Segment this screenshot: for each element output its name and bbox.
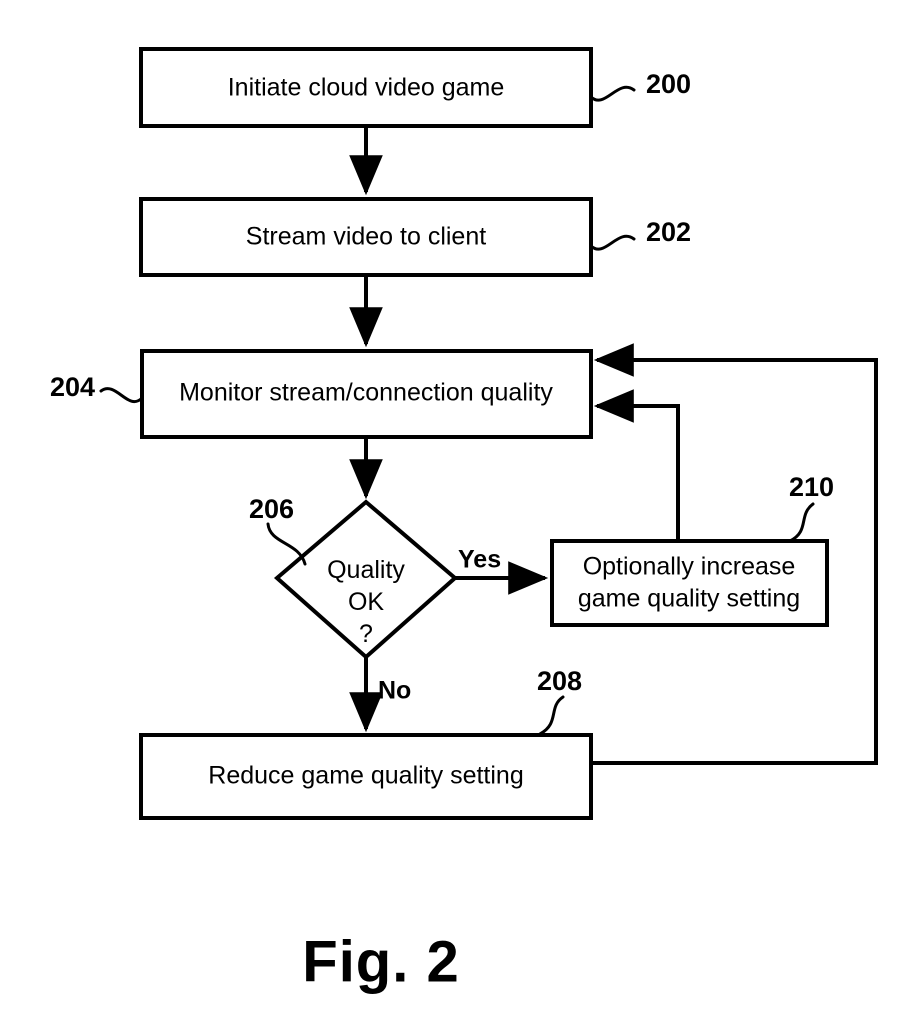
ref-numeral-210: 210	[789, 472, 834, 502]
leader-line-204	[99, 387, 144, 403]
process-node-208-label: Reduce game quality setting	[208, 762, 523, 790]
leader-line-202	[589, 235, 636, 251]
leader-line-206	[266, 522, 307, 566]
edge-label-yes: Yes	[458, 546, 501, 574]
figure-caption: Fig. 2	[302, 929, 459, 994]
process-node-202[interactable]	[139, 197, 593, 277]
decision-node-206[interactable]	[273, 499, 459, 660]
process-node-202-label: Stream video to client	[246, 223, 486, 251]
process-node-204-label: Monitor stream/connection quality	[179, 379, 553, 407]
process-node-204[interactable]	[140, 349, 593, 439]
leader-line-200	[589, 86, 636, 102]
process-node-210-label-line2: game quality setting	[578, 585, 800, 613]
connector-208-feedback-to-204	[591, 343, 878, 765]
ref-numeral-206: 206	[249, 494, 294, 524]
decision-node-206-label-line2: OK	[348, 588, 384, 616]
ref-numeral-202: 202	[646, 217, 691, 247]
ref-numeral-204: 204	[50, 372, 95, 402]
process-node-210-label-line1: Optionally increase	[583, 553, 796, 581]
process-node-210[interactable]	[550, 539, 829, 627]
edge-label-no: No	[378, 677, 411, 705]
leader-line-210	[788, 502, 815, 543]
connector-210-feedback-to-204	[593, 389, 680, 541]
ref-numeral-208: 208	[537, 666, 582, 696]
process-node-208[interactable]	[139, 733, 593, 820]
decision-node-206-label-line1: Quality	[327, 556, 405, 584]
process-node-200[interactable]	[139, 47, 593, 128]
decision-node-206-label-line3: ?	[359, 620, 373, 648]
leader-line-208	[538, 695, 565, 736]
ref-numeral-200: 200	[646, 69, 691, 99]
process-node-200-label: Initiate cloud video game	[228, 74, 505, 102]
